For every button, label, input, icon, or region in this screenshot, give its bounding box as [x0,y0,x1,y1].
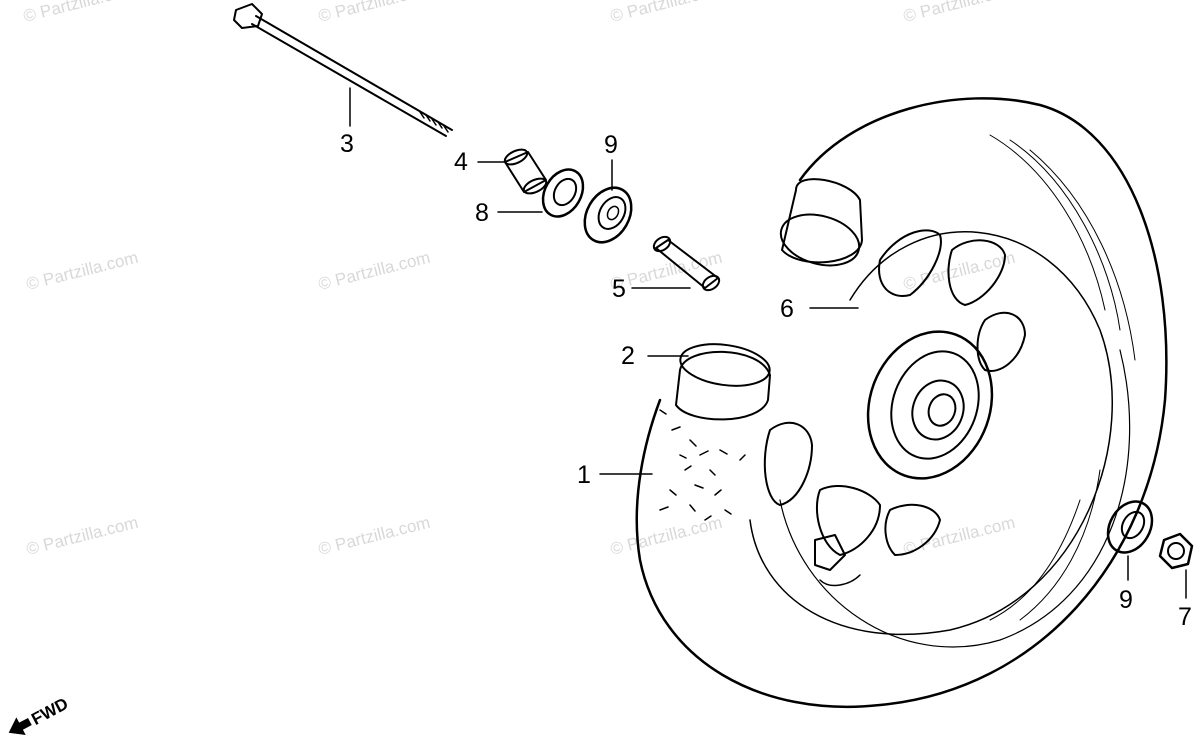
callout-9-lower: 9 [1119,586,1133,614]
part-collar[interactable] [503,146,549,196]
part-bearing-upper[interactable] [575,179,640,250]
watermark: © Partzilla.com [24,248,140,294]
watermark: © Partzilla.com [316,0,432,26]
callout-1: 1 [577,461,591,489]
callout-8: 8 [475,199,489,227]
part-bearing-lower[interactable] [1099,494,1161,561]
fwd-label: FWD [28,694,71,729]
part-wheel-assembly[interactable] [635,97,1168,709]
callout-3: 3 [340,130,354,158]
watermark: © Partzilla.com [21,0,137,26]
tire-sidewall-texture [659,409,746,521]
watermark: © Partzilla.com [901,0,1017,26]
part-axle-bolt[interactable] [233,3,453,137]
watermark: © Partzilla.com [316,513,432,559]
callout-5: 5 [612,275,626,303]
callout-9-upper: 9 [604,131,618,159]
watermark: © Partzilla.com [316,248,432,294]
part-dust-seal[interactable] [535,162,591,223]
fwd-arrow-icon [8,717,32,736]
part-distance-collar[interactable] [651,234,722,293]
callout-7: 7 [1178,603,1192,631]
watermark: © Partzilla.com [24,513,140,559]
callout-2: 2 [621,342,635,370]
fwd-indicator: FWD [8,694,71,736]
callout-6: 6 [780,295,794,323]
callout-4: 4 [454,148,468,176]
tire-tread [989,134,1136,621]
watermark-layer: © Partzilla.com © Partzilla.com © Partzi… [21,0,1017,559]
callout-numbers: 3 4 8 9 5 6 2 1 9 7 [340,130,1192,631]
leader-lines [349,87,1187,599]
watermark: © Partzilla.com [901,513,1017,559]
watermark: © Partzilla.com [608,0,724,26]
part-axle-nut[interactable] [1158,532,1194,570]
